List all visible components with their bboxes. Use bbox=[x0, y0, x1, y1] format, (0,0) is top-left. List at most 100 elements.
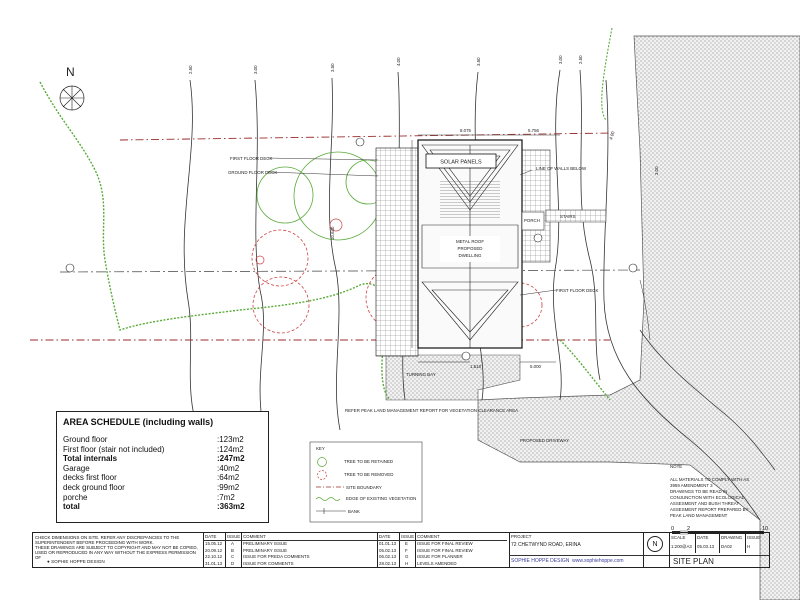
revision-date: 20.09.12 bbox=[205, 547, 223, 553]
area-row-value: :363m2 bbox=[217, 502, 245, 512]
issue-label: ISSUE bbox=[747, 535, 761, 540]
contour-label: 3.50 bbox=[330, 63, 335, 72]
area-row-label: Total internals bbox=[63, 454, 118, 464]
revision-date: 05.02.13 bbox=[379, 547, 397, 553]
line-of-walls-label: LINE OF WALLS BELOW bbox=[536, 166, 587, 171]
road-area bbox=[477, 35, 800, 600]
revision-issue: F bbox=[405, 547, 408, 553]
drawing-value: DA02 bbox=[721, 544, 732, 549]
first-floor-deck-right-label: FIRST FLOOR DECK bbox=[556, 288, 598, 293]
svg-text:ASSESMENT AND BUSH THREAT: ASSESMENT AND BUSH THREAT bbox=[670, 501, 739, 506]
revision-date: 28.02.13 bbox=[379, 560, 397, 566]
key-item: SITE BOUNDARY bbox=[346, 485, 382, 490]
key-title: KEY bbox=[316, 446, 325, 451]
revision-date: 01.01.13 bbox=[379, 541, 397, 546]
area-row-label: Garage bbox=[63, 463, 90, 473]
revision-date: 06.02.13 bbox=[379, 554, 397, 560]
area-row-label: Ground floor bbox=[63, 435, 108, 444]
area-row-label: total bbox=[63, 502, 80, 512]
contour-label: 3.00 bbox=[558, 55, 563, 64]
area-row-label: deck ground floor bbox=[63, 482, 125, 492]
roof-hatch bbox=[440, 180, 500, 220]
metal-roof-label: METAL ROOF bbox=[456, 239, 484, 244]
scale-tick: 2 bbox=[687, 526, 690, 532]
revision-issue: D bbox=[231, 560, 235, 566]
area-row: deck ground floor:99m2 bbox=[63, 483, 262, 493]
key-box bbox=[309, 441, 423, 523]
vegetation-note: REFER PEAK LAND MANAGEMENT REPORT FOR VE… bbox=[345, 408, 518, 413]
revision-comment: PRELIMINARY ISSUE bbox=[243, 547, 288, 553]
revision-comment: LEVELS AMENDED bbox=[417, 560, 457, 566]
rev-header-issue: ISSUE bbox=[227, 534, 241, 539]
area-row: Ground floor :123m2 bbox=[63, 435, 262, 445]
revision-issue: B bbox=[231, 547, 234, 553]
dimension-label: 8.075 bbox=[460, 128, 472, 133]
key-item: TREE TO BE RETAINED bbox=[344, 459, 393, 464]
north-label: N bbox=[66, 65, 75, 79]
revision-issue: E bbox=[405, 541, 408, 546]
contour-labels: 2.50 3.00 3.50 4.00 3.50 3.00 2.50 3.00 … bbox=[188, 55, 659, 175]
key-item: EDGE OF EXISTING VEGETATION bbox=[346, 496, 416, 501]
svg-text:DRAWINGS TO BE READ IN: DRAWINGS TO BE READ IN bbox=[670, 489, 727, 494]
rev-header-date: DATE bbox=[379, 534, 391, 539]
project-address: 72 CHETWYND ROAD, ERINA bbox=[511, 542, 581, 548]
dimension-label: 1.518 bbox=[470, 364, 482, 369]
area-row-value: :247m2 bbox=[217, 454, 245, 464]
date-label: DATE bbox=[697, 535, 709, 540]
note-title: NOTE bbox=[670, 464, 682, 469]
area-row: Garage:40m2 bbox=[63, 464, 262, 474]
sheet-title: SITE PLAN bbox=[673, 557, 714, 566]
trees-retained bbox=[256, 151, 391, 241]
date-value: 05.03.13 bbox=[697, 544, 715, 549]
revision-comment: PRELIMINARY ISSUE bbox=[243, 541, 288, 546]
svg-text:CONJUNCTION WITH ECOLOGICAL: CONJUNCTION WITH ECOLOGICAL bbox=[670, 495, 745, 500]
area-row-value: :124m2 bbox=[217, 444, 244, 454]
metal-roof-label: PROPOSED bbox=[458, 246, 483, 251]
dimension-label: 5.000 bbox=[530, 364, 542, 369]
revision-comment: ISSUE FOR FINAL REVIEW bbox=[417, 541, 473, 546]
revision-comment: ISSUE FOR PREDA COMMENTS bbox=[243, 554, 310, 560]
area-row: Total internals :247m2 bbox=[63, 454, 262, 464]
rev-header-comment: COMMENT bbox=[417, 534, 440, 539]
area-row-value: :64m2 bbox=[217, 473, 240, 483]
scale-tick: 0 bbox=[671, 526, 674, 532]
scale-tick: 10 bbox=[762, 526, 768, 532]
solar-panels-label: SOLAR PANELS bbox=[440, 160, 482, 166]
area-row: porche:7m2 bbox=[63, 493, 262, 503]
svg-text:3959 AMENDMENT 3: 3959 AMENDMENT 3 bbox=[670, 483, 713, 488]
porch bbox=[521, 211, 545, 231]
rev-header-date: DATE bbox=[205, 534, 217, 539]
contour-label: 2.50 bbox=[188, 65, 193, 74]
area-row-label: decks first floor bbox=[63, 473, 117, 483]
solar-panels-box bbox=[425, 153, 497, 169]
disclaimer: CHECK DIMENSIONS ON SITE. REFER ANY DISC… bbox=[35, 535, 198, 560]
scale-label: SCALE bbox=[671, 535, 686, 540]
dimension-label: 10.640 bbox=[330, 226, 335, 240]
key-item: BANK bbox=[348, 509, 360, 514]
area-row-label: porche bbox=[63, 492, 88, 502]
ground-floor-deck-label: GROUND FLOOR DECK bbox=[228, 170, 277, 175]
revision-date: 15.05.12 bbox=[205, 541, 223, 546]
area-schedule: AREA SCHEDULE (including walls) Ground f… bbox=[56, 411, 269, 523]
contour-label: 3.50 bbox=[476, 57, 481, 66]
section-markers bbox=[65, 137, 638, 361]
contour-label: 3.00 bbox=[253, 65, 258, 74]
north-arrow-icon bbox=[59, 85, 85, 111]
dimension-label: 5.756 bbox=[528, 128, 540, 133]
bank-line bbox=[639, 279, 651, 341]
area-schedule-title: AREA SCHEDULE (including walls) bbox=[63, 417, 214, 427]
driveway-area bbox=[385, 354, 521, 401]
first-floor-deck-label: FIRST FLOOR DECK bbox=[230, 156, 272, 161]
revision-issue: A bbox=[231, 541, 234, 546]
project-label: PROJECT bbox=[511, 534, 532, 539]
area-row: total :363m2 bbox=[63, 502, 262, 512]
rev-header-comment: COMMENT bbox=[243, 534, 266, 539]
revision-issue: H bbox=[405, 560, 409, 566]
stairs bbox=[545, 209, 607, 223]
area-row-value: :123m2 bbox=[217, 435, 244, 444]
contour-label: 2.50 bbox=[578, 55, 583, 64]
ground-floor-deck bbox=[375, 147, 419, 357]
rev-header-issue: ISSUE bbox=[401, 534, 415, 539]
